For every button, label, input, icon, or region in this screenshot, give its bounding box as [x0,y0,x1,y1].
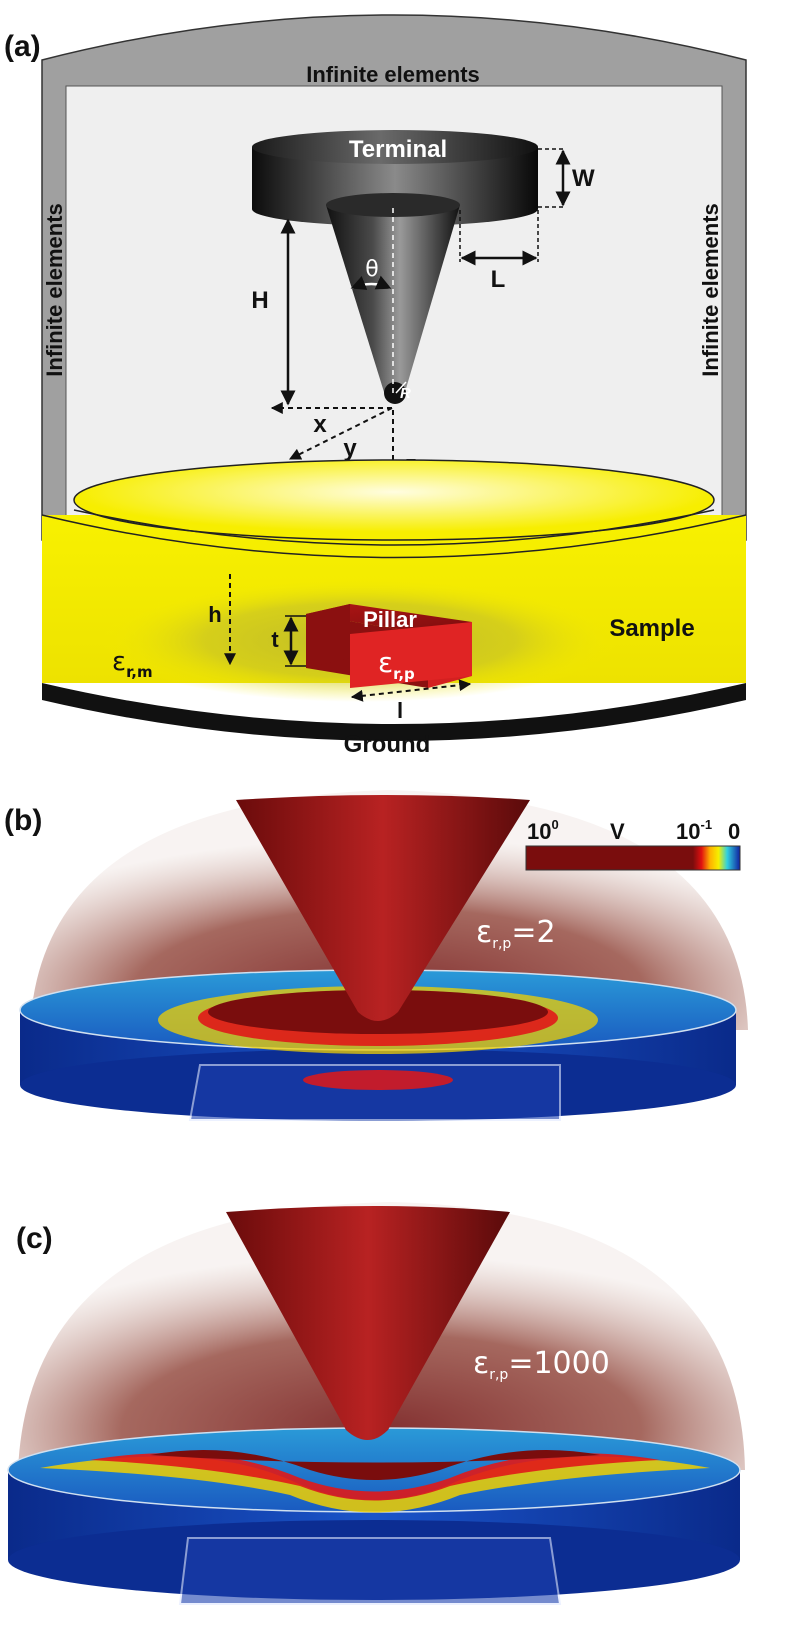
terminal-label: Terminal [349,136,447,163]
t-label: t [271,627,279,652]
l-length-arrow [350,679,472,702]
embedded-pillar-outline [188,1064,561,1121]
sample-outer-rim [41,514,747,559]
colorbar-mid-base: 10 [676,819,700,844]
probe-tip-c [226,1206,510,1440]
eps-pillar-symbol: εr,p [378,646,415,683]
colorbar-left-base: 10 [527,819,551,844]
w-label: W [572,165,595,192]
pillar-side-face [306,604,350,668]
eps-b-subscript: r,p [492,936,511,952]
pillar-label: Pillar [363,607,417,632]
eps-b-letter: ε [476,915,492,950]
embedded-pillar-outline-c [178,1537,562,1605]
field-yellow-band-c [40,1456,710,1513]
l-length-label: l [397,698,403,723]
terminal-disk-top [252,130,538,164]
eps-c-letter: ε [473,1346,489,1381]
probe-cone-base [326,193,460,217]
sample-top-surface [73,459,715,541]
theta-arc [350,275,392,290]
y-axis-label: y [343,435,357,462]
radius-line [395,381,407,394]
field-under-tip [303,1070,453,1090]
panel-c-label: (c) [16,1222,53,1255]
l-label: L [491,266,506,293]
x-axis-label: x [313,411,327,438]
panel-a-label: (a) [4,30,41,63]
infinite-elements-left: Infinite elements [42,203,67,377]
eps-b-label: εr,p=2 [476,915,556,952]
theta-label: θ [365,257,378,282]
sample-label: Sample [609,615,694,642]
colorbar [525,845,741,871]
y-axis-arrow [288,407,393,460]
infinite-elements-top: Infinite elements [306,62,480,87]
radius-label: R [400,385,411,402]
eps-pillar-subscript: r,p [393,665,415,683]
pillar-face [350,622,472,688]
panel-c: (c) εr,p=1000 [7,1202,745,1605]
colorbar-left-exp: 0 [551,817,558,832]
eps-c-label: εr,p=1000 [473,1346,610,1383]
ground-electrode [42,683,746,741]
panel-b: (b) 100 V 10-1 0 εr,p=2 [4,790,748,1121]
eps-c-subscript: r,p [489,1367,508,1383]
eps-pillar-letter: ε [378,646,393,679]
colorbar-right-label: 0 [728,819,740,844]
h-thickness-label: h [208,602,221,627]
ground-label: Ground [344,731,431,758]
eps-matrix-subscript: r,m [126,663,153,681]
infinite-elements-right: Infinite elements [698,203,723,377]
eps-matrix-symbol: εr,m [112,647,153,681]
colorbar-mid-exp: -1 [700,817,712,832]
field-red-band-c [90,1453,660,1501]
colorbar-left-label: 100 [527,817,559,844]
colorbar-mid-label: 10-1 [676,817,712,844]
panel-b-label: (b) [4,804,42,837]
sample-top-rim [73,509,715,546]
probe-tip-b [236,795,530,1021]
eps-c-value: =1000 [508,1346,609,1381]
field-dark-band-c [150,1450,600,1480]
colorbar-unit: V [610,819,625,844]
eps-b-value: =2 [511,915,555,950]
eps-matrix-letter: ε [112,647,126,677]
h-height-label: H [251,287,268,314]
panel-a: (a) Infinite elements Infinite elements … [4,14,747,758]
